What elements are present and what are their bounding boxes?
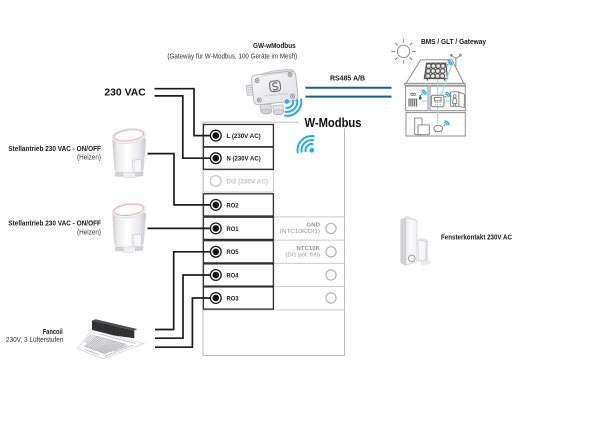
svg-text:GW-wModbus: GW-wModbus bbox=[253, 43, 296, 50]
svg-text:RS485 A/B: RS485 A/B bbox=[330, 76, 365, 83]
svg-text:230V, 3 Lüfterstufen: 230V, 3 Lüfterstufen bbox=[6, 337, 64, 344]
svg-text:Stellantrieb 230 VAC - ON/OFF: Stellantrieb 230 VAC - ON/OFF bbox=[8, 221, 101, 228]
svg-text:GND: GND bbox=[306, 223, 320, 229]
svg-text:RO5: RO5 bbox=[227, 249, 239, 256]
svg-text:Stellantrieb 230 VAC - ON/OFF: Stellantrieb 230 VAC - ON/OFF bbox=[8, 146, 101, 153]
svg-text:(Gateway für W-Modbus, 100 Ger: (Gateway für W-Modbus, 100 Geräte im Mes… bbox=[167, 53, 297, 60]
svg-text:RO4: RO4 bbox=[227, 272, 239, 279]
svg-text:230 VAC: 230 VAC bbox=[104, 87, 146, 98]
svg-text:Fancoil: Fancoil bbox=[43, 329, 63, 336]
svg-text:(Heizen): (Heizen) bbox=[77, 229, 101, 236]
svg-text:W-Modbus: W-Modbus bbox=[305, 115, 362, 130]
svg-text:RO3: RO3 bbox=[227, 295, 239, 302]
svg-text:(NTC10K/DI1): (NTC10K/DI1) bbox=[280, 229, 320, 235]
svg-text:N (230V AC): N (230V AC) bbox=[227, 156, 261, 163]
svg-text:S+S REGELTECHNIK: S+S REGELTECHNIK bbox=[264, 93, 289, 98]
svg-text:L (230V AC): L (230V AC) bbox=[227, 133, 261, 140]
svg-text:BMS / GLT / Gateway: BMS / GLT / Gateway bbox=[421, 39, 486, 46]
svg-text:RO2: RO2 bbox=[227, 202, 239, 209]
svg-text:(Heizen): (Heizen) bbox=[77, 154, 101, 161]
svg-text:Fensterkontakt 230V AC: Fensterkontakt 230V AC bbox=[441, 235, 512, 242]
svg-text:RO1: RO1 bbox=[227, 226, 239, 233]
svg-text:(DI1 pot. frei): (DI1 pot. frei) bbox=[285, 253, 320, 259]
svg-text:NTC10K: NTC10K bbox=[296, 246, 320, 252]
svg-text:DI2 (230V AC): DI2 (230V AC) bbox=[227, 178, 268, 185]
